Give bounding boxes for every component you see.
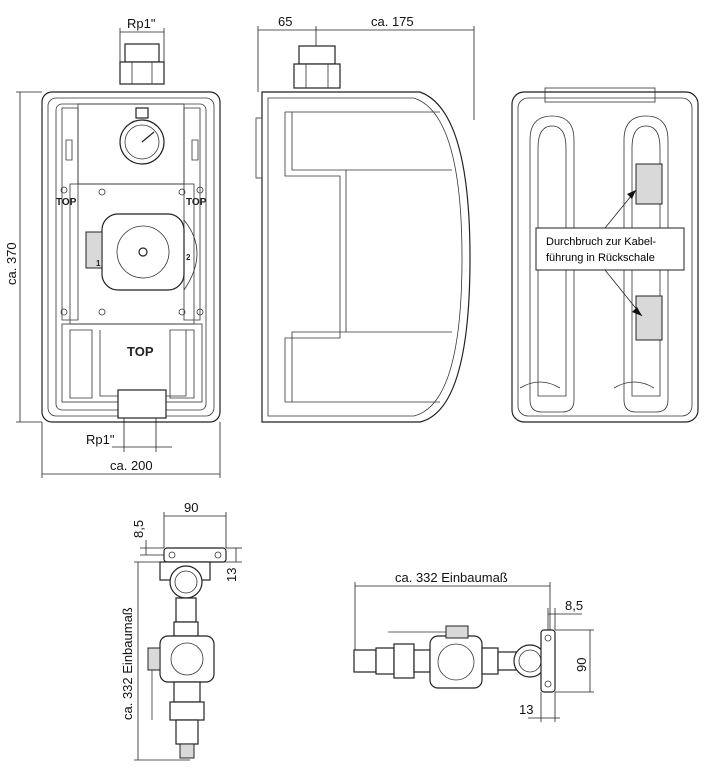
top-label-left: TOP <box>56 197 77 208</box>
horizontal-mount-assembly <box>353 625 556 693</box>
pump-connector <box>85 231 103 269</box>
dim-depth-175: ca. 175 <box>371 14 414 29</box>
top-connection-body <box>119 61 165 85</box>
rear-shell <box>511 91 699 423</box>
front-view-dimensions: Rp1" ca. 370 Rp1" ca. 200 <box>4 16 221 478</box>
rear-view <box>511 87 699 423</box>
dim-offset-65: 65 <box>278 14 292 29</box>
horizontal-mount-dimensions: ca. 332 Einbaumaß 8,5 90 13 <box>354 570 594 722</box>
rear-view-callout: Durchbruch zur Kabel- führung in Rücksch… <box>535 189 685 317</box>
v-dim-332: ca. 332 Einbaumaß <box>120 607 135 720</box>
h-dim-332: ca. 332 Einbaumaß <box>395 570 508 585</box>
v-dim-90: 90 <box>184 500 198 515</box>
v-dim-13: 13 <box>224 568 239 582</box>
front-view: TOP TOP TOP 1 2 <box>41 43 221 423</box>
bottom-connection <box>117 389 167 419</box>
cable-breakout-lower <box>635 295 663 341</box>
vertical-mount-assembly <box>147 547 227 759</box>
vertical-mount-dimensions: 90 8,5 13 ca. 332 Einbaumaß <box>120 500 242 761</box>
callout-line-1: Durchbruch zur Kabel- <box>546 236 656 248</box>
h-dim-8-5: 8,5 <box>565 598 583 613</box>
pump-number-2: 2 <box>186 253 191 262</box>
top-label-right: TOP <box>186 197 207 208</box>
h-dim-13: 13 <box>519 702 533 717</box>
cable-breakout-upper <box>635 163 663 205</box>
v-mount-bracket <box>163 547 227 563</box>
pump-number-1: 1 <box>96 259 101 268</box>
side-view-dimensions: 65 ca. 175 <box>257 14 475 120</box>
callout-box <box>535 227 685 271</box>
top-connection-nut <box>124 43 160 63</box>
dim-rp1-top: Rp1" <box>127 16 156 31</box>
h-mount-bracket <box>540 629 556 693</box>
callout-line-2: führung in Rückschale <box>546 252 655 264</box>
top-label-center: TOP <box>127 344 154 359</box>
dim-width-200: ca. 200 <box>110 458 153 473</box>
dim-height-370: ca. 370 <box>4 242 19 285</box>
v-dim-8-5: 8,5 <box>131 520 146 538</box>
h-left-fitting <box>353 649 377 673</box>
circulation-pump <box>101 213 185 291</box>
dim-rp1-bottom: Rp1" <box>86 432 115 447</box>
side-view <box>255 45 471 423</box>
side-shell <box>261 91 471 423</box>
front-shell-outer <box>41 91 221 423</box>
h-dim-90: 90 <box>574 658 589 672</box>
